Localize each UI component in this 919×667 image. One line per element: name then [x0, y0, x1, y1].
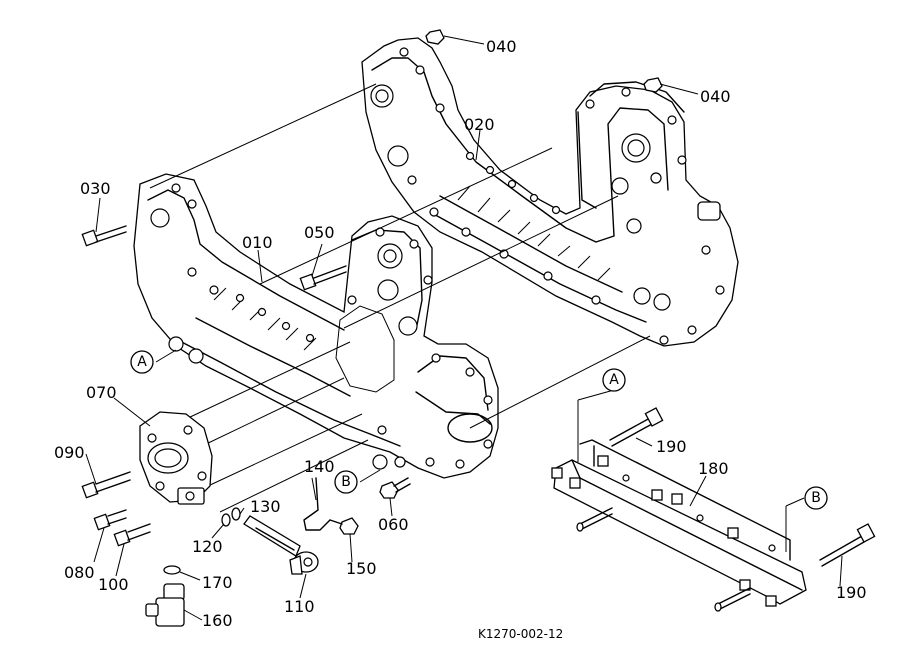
label-part-080: 080 [64, 563, 95, 582]
reference-marker-b-left: B [334, 470, 358, 494]
reference-marker-b-right-text: B [811, 490, 821, 506]
label-part-040-a: 040 [486, 37, 517, 56]
label-part-070: 070 [86, 383, 117, 402]
label-part-190-b: 190 [836, 583, 867, 602]
shaft-part-110 [243, 515, 319, 575]
bolt-part-050 [299, 265, 347, 291]
bolt-part-090 [81, 471, 131, 499]
housing-part-070 [139, 411, 213, 505]
bolt-part-190-a [609, 407, 664, 447]
label-part-150: 150 [346, 559, 377, 578]
reference-marker-a-left-text: A [137, 354, 147, 370]
assembly-lines [149, 83, 651, 513]
figure-code: K1270-002-12 [478, 627, 563, 641]
label-part-040-b: 040 [700, 87, 731, 106]
clip-part-140 [303, 477, 331, 531]
reference-marker-a-right: A [602, 368, 626, 392]
rear-frame-part-020 [361, 37, 739, 347]
label-part-180: 180 [698, 459, 729, 478]
bolt-part-150 [329, 517, 359, 535]
reference-marker-b-left-text: B [341, 474, 351, 490]
bolt-part-040-b [643, 77, 663, 93]
reference-marker-a-right-text: A [609, 372, 619, 388]
label-part-030: 030 [80, 179, 111, 198]
bolt-part-030 [81, 225, 127, 247]
label-part-170: 170 [202, 573, 233, 592]
bolt-part-080 [93, 509, 127, 531]
label-part-190-a: 190 [656, 437, 687, 456]
label-part-130: 130 [250, 497, 281, 516]
leader-lines [85, 35, 843, 621]
fitting-part-160 [145, 583, 185, 627]
label-part-090: 090 [54, 443, 85, 462]
bolt-part-100 [113, 523, 151, 547]
label-part-110: 110 [284, 597, 315, 616]
label-part-010: 010 [242, 233, 273, 252]
label-part-140: 140 [304, 457, 335, 476]
label-part-060: 060 [378, 515, 409, 534]
label-part-160: 160 [202, 611, 233, 630]
oring-part-130 [231, 507, 241, 521]
oring-part-120 [221, 513, 231, 527]
bolt-part-190-b [819, 523, 876, 567]
bolt-part-040-a [425, 29, 445, 45]
reference-marker-b-right: B [804, 486, 828, 510]
label-part-100: 100 [98, 575, 129, 594]
reference-marker-a-left: A [130, 350, 154, 374]
label-part-020: 020 [464, 115, 495, 134]
front-frame-part-010 [133, 173, 499, 479]
label-part-050: 050 [304, 223, 335, 242]
label-part-120: 120 [192, 537, 223, 556]
bracket-part-180 [551, 439, 807, 612]
bolt-part-060 [379, 477, 411, 499]
oring-part-170 [163, 565, 181, 575]
